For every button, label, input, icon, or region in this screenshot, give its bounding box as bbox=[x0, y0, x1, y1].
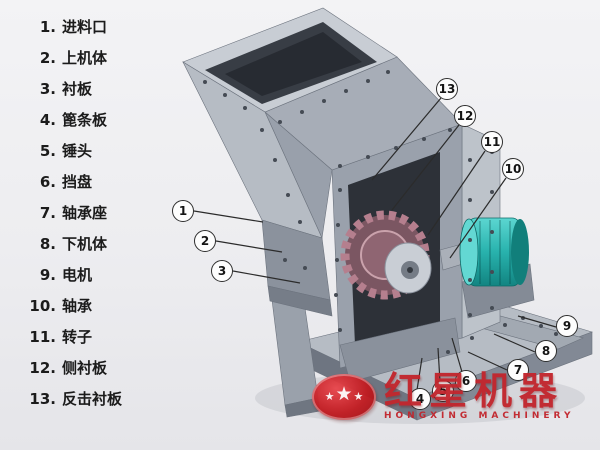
part-label: 上机体 bbox=[62, 49, 108, 67]
feed-chute bbox=[261, 219, 333, 317]
motor bbox=[459, 217, 529, 287]
rotor bbox=[340, 210, 432, 300]
part-number: 3. bbox=[39, 80, 56, 98]
part-label: 电机 bbox=[62, 266, 93, 284]
part-label: 轴承座 bbox=[62, 204, 108, 222]
hopper bbox=[182, 7, 398, 239]
callout-6: 6 bbox=[455, 370, 477, 392]
part-label: 下机体 bbox=[62, 235, 108, 253]
part-label: 侧衬板 bbox=[62, 359, 108, 377]
parts-list-item: 3. 衬板 bbox=[26, 74, 122, 105]
callout-2: 2 bbox=[194, 230, 216, 252]
callout-10: 10 bbox=[502, 158, 524, 180]
parts-list-item: 11. 转子 bbox=[26, 322, 122, 353]
part-number: 7. bbox=[39, 204, 56, 222]
parts-list: 1. 进料口 2. 上机体 3. 衬板 4. 篦条板 5. 锤头 6. 挡盘 7. 轴承座 8… bbox=[26, 12, 122, 415]
part-label: 挡盘 bbox=[62, 173, 93, 191]
part-number: 11. bbox=[29, 328, 56, 346]
part-label: 轴承 bbox=[62, 297, 93, 315]
star-icon: ★ bbox=[353, 390, 364, 403]
part-number: 8. bbox=[39, 235, 56, 253]
support-leg bbox=[271, 299, 321, 418]
callout-5: 5 bbox=[432, 380, 454, 402]
parts-list-item: 8. 下机体 bbox=[26, 229, 122, 260]
part-number: 5. bbox=[39, 142, 56, 160]
part-label: 衬板 bbox=[62, 80, 93, 98]
part-label: 转子 bbox=[62, 328, 93, 346]
parts-list-item: 5. 锤头 bbox=[26, 136, 122, 167]
parts-list-item: 10. 轴承 bbox=[26, 291, 122, 322]
parts-list-item: 2. 上机体 bbox=[26, 43, 122, 74]
callout-3: 3 bbox=[211, 260, 233, 282]
callout-12: 12 bbox=[454, 105, 476, 127]
watermark: ★★★ 红星机器 HONGXING MACHINERY bbox=[312, 372, 575, 421]
leader-lines bbox=[193, 97, 557, 391]
part-number: 12. bbox=[29, 359, 56, 377]
part-number: 6. bbox=[39, 173, 56, 191]
callout-4: 4 bbox=[409, 388, 431, 410]
part-label: 反击衬板 bbox=[62, 390, 123, 408]
brand-text: 红星机器 HONGXING MACHINERY bbox=[384, 372, 575, 421]
parts-list-item: 12. 侧衬板 bbox=[26, 353, 122, 384]
part-label: 进料口 bbox=[62, 18, 108, 36]
part-number: 4. bbox=[39, 111, 56, 129]
part-number: 9. bbox=[39, 266, 56, 284]
part-number: 13. bbox=[29, 390, 56, 408]
part-number: 10. bbox=[29, 297, 56, 315]
parts-list-item: 6. 挡盘 bbox=[26, 167, 122, 198]
parts-list-item: 1. 进料口 bbox=[26, 12, 122, 43]
bolts bbox=[203, 70, 558, 354]
callout-1: 1 bbox=[172, 200, 194, 222]
brand-subtitle: HONGXING MACHINERY bbox=[384, 411, 575, 421]
brand-name: 红星机器 bbox=[384, 369, 565, 413]
callout-13: 13 bbox=[436, 78, 458, 100]
callout-9: 9 bbox=[556, 315, 578, 337]
part-label: 篦条板 bbox=[62, 111, 108, 129]
parts-list-item: 4. 篦条板 bbox=[26, 105, 122, 136]
part-label: 锤头 bbox=[62, 142, 93, 160]
star-icon: ★ bbox=[335, 383, 353, 405]
callout-8: 8 bbox=[535, 340, 557, 362]
parts-list-item: 13. 反击衬板 bbox=[26, 384, 122, 415]
callout-7: 7 bbox=[507, 359, 529, 381]
part-number: 2. bbox=[39, 49, 56, 67]
part-number: 1. bbox=[39, 18, 56, 36]
parts-list-item: 9. 电机 bbox=[26, 260, 122, 291]
parts-list-item: 7. 轴承座 bbox=[26, 198, 122, 229]
star-icon: ★ bbox=[324, 390, 335, 403]
callout-11: 11 bbox=[481, 131, 503, 153]
hongxing-logo-icon: ★★★ bbox=[312, 373, 376, 420]
